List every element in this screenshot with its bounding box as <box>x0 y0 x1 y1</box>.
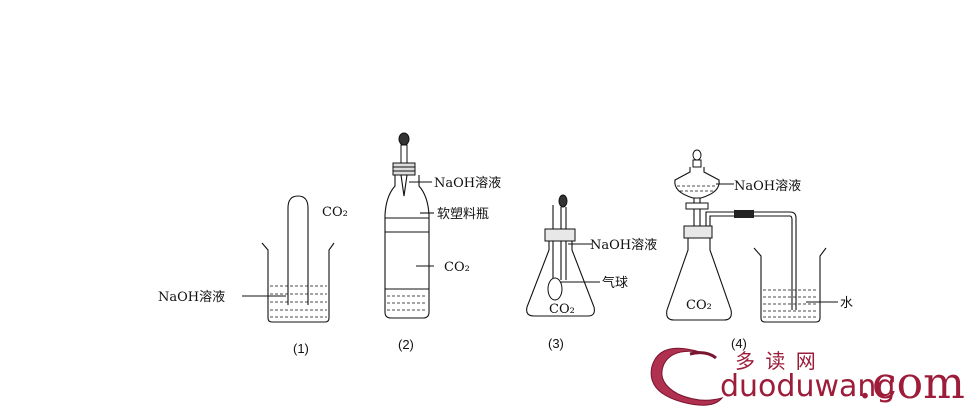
apparatus-3: NaOH溶液 气球 CO₂ (3) <box>526 194 657 351</box>
soft-plastic-bottle-2 <box>384 175 430 319</box>
flask-3 <box>526 241 595 317</box>
label-gas-1: CO₂ <box>322 205 348 220</box>
label-solution-1: NaOH溶液 <box>158 290 225 305</box>
dropper-stem-2 <box>400 144 408 164</box>
test-tube-1 <box>287 195 309 305</box>
label-solution-3: NaOH溶液 <box>590 238 657 253</box>
balloon-3 <box>547 277 563 301</box>
beaker-1 <box>261 242 335 323</box>
watermark-chinese: 多 读 网 <box>735 349 818 373</box>
label-solution-4: NaOH溶液 <box>734 179 801 194</box>
beaker-4 <box>753 247 827 323</box>
flask-4 <box>666 238 732 321</box>
caption-2: (2) <box>398 337 414 352</box>
apparatus-1: CO₂ NaOH溶液 (1) <box>158 195 348 356</box>
naoh-liquid-2 <box>387 295 427 311</box>
label-gas-3: CO₂ <box>549 302 575 317</box>
rubber-connector-4 <box>734 210 754 218</box>
dropper-bulb-3 <box>558 194 568 208</box>
watermark-logo-icon <box>650 347 724 406</box>
stopcock-4 <box>685 202 709 210</box>
label-solution-2: NaOH溶液 <box>434 176 501 191</box>
apparatus-4: NaOH溶液 CO₂ 水 (4) <box>666 149 853 351</box>
label-bottle-2: 软塑料瓶 <box>437 207 489 222</box>
naoh-liquid-4 <box>677 185 717 192</box>
caption-3: (3) <box>548 336 564 351</box>
label-water-4: 水 <box>840 296 853 311</box>
label-gas-2: CO₂ <box>444 260 470 275</box>
apparatus-2: NaOH溶液 软塑料瓶 CO₂ (2) <box>384 132 501 352</box>
stopper-4 <box>683 225 713 239</box>
funnel-stopper-4 <box>692 149 702 161</box>
watermark-tld: .com <box>858 358 965 409</box>
dropper-bulb-2 <box>398 132 410 146</box>
naoh-liquid-1 <box>270 285 327 318</box>
separatory-funnel-4 <box>674 167 720 199</box>
caption-1: (1) <box>293 341 309 356</box>
watermark-url: duoduwang <box>720 369 895 404</box>
label-gas-4: CO₂ <box>686 298 712 313</box>
label-balloon-3: 气球 <box>602 275 628 291</box>
water-liquid-4 <box>763 289 818 318</box>
caption-4: (4) <box>731 336 747 351</box>
bottle-cap-2 <box>392 162 416 176</box>
watermark: 多 读 网 duoduwang .com <box>650 347 965 409</box>
stopper-3 <box>544 228 576 242</box>
delivery-tube-4 <box>705 211 797 310</box>
